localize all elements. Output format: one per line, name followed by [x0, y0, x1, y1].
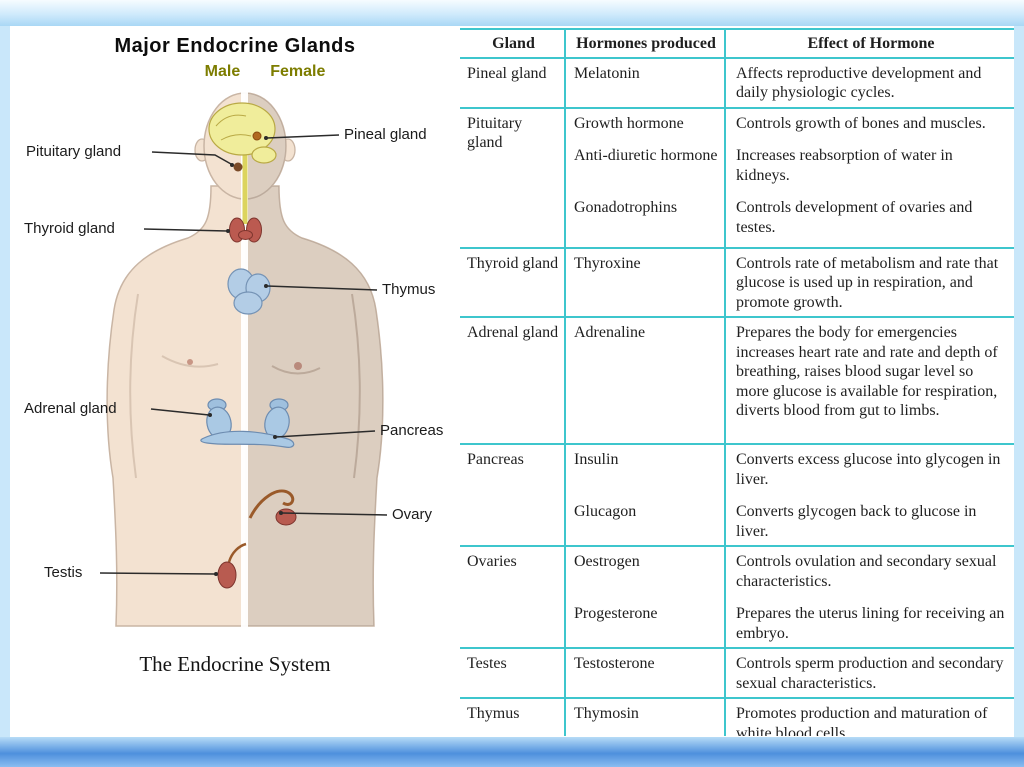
hormone-name: Gonadotrophins: [566, 189, 726, 247]
gland-name: Pancreas: [460, 445, 566, 546]
hormone-name: Adrenaline: [566, 318, 726, 444]
hormone-effect: Prepares the body for emergencies increa…: [736, 324, 998, 420]
gland-name: Thyroid gland: [460, 248, 566, 317]
hormone-effect: Controls rate of metabolism and rate tha…: [736, 254, 999, 311]
table-row-adrenal: Adrenal gland Adrenaline Prepares the bo…: [460, 318, 1014, 446]
table-row-ovaries: Ovaries Oestrogen Controls ovulation and…: [460, 547, 1014, 650]
hormone-name: Growth hormone: [566, 108, 726, 138]
table-row-thyroid: Thyroid gland Thyroxine Controls rate of…: [460, 248, 1014, 319]
table-header-row: Gland Hormones produced Effect of Hormon…: [460, 28, 1014, 59]
hormone-effect: Increases reabsorption of water in kidne…: [736, 147, 953, 184]
pineal-gland-organ: [252, 131, 262, 141]
gland-name: Thymus: [460, 699, 566, 736]
label-thymus: Thymus: [382, 281, 436, 298]
adrenal-pancreas-organs: [200, 398, 295, 448]
body-silhouette: [106, 88, 384, 633]
thymus-organ: [227, 268, 271, 315]
brain-illustration: [208, 102, 277, 224]
header-gland: Gland: [460, 30, 566, 57]
label-testis: Testis: [44, 564, 83, 581]
male-label: Male: [204, 63, 241, 80]
label-thyroid-gland: Thyroid gland: [24, 220, 115, 237]
hormone-name: Insulin: [566, 445, 726, 494]
header-effect: Effect of Hormone: [807, 35, 935, 52]
hormone-effect: Controls growth of bones and muscles.: [736, 114, 986, 132]
endocrine-diagram: Major Endocrine Glands Male Female Pituit…: [10, 26, 460, 737]
hormone-name: Progesterone: [566, 595, 726, 648]
label-adrenal-gland: Adrenal gland: [24, 400, 117, 417]
table-row-testes: Testes Testosterone Controls sperm produ…: [460, 649, 1014, 700]
gland-name: Ovaries: [460, 547, 566, 648]
hormone-effect: Controls ovulation and secondary sexual …: [736, 553, 997, 590]
human-body-illustration: [99, 88, 388, 633]
hormone-effect: Prepares the uterus lining for receiving…: [736, 605, 1005, 642]
table-row-pancreas: Pancreas Insulin Converts excess glucose…: [460, 445, 1014, 548]
hormone-effect: Affects reproductive development and dai…: [736, 64, 982, 102]
hormone-effect: Controls sperm production and secondary …: [736, 655, 1004, 692]
hormone-name: Testosterone: [566, 649, 726, 698]
testis-organ: [217, 542, 247, 589]
slide-content: Major Endocrine Glands Male Female Pituit…: [10, 26, 1014, 737]
label-pancreas: Pancreas: [380, 422, 444, 439]
hormone-effect: Converts glycogen back to glucose in liv…: [736, 503, 977, 540]
label-pineal-gland: Pineal gland: [344, 126, 427, 143]
label-ovary: Ovary: [392, 506, 433, 523]
hormone-effect: Controls development of ovaries and test…: [736, 199, 973, 236]
slide-bottom-border: [0, 737, 1024, 767]
hormone-name: Oestrogen: [566, 547, 726, 596]
gland-name: Pineal gland: [460, 58, 566, 107]
gland-name: Pituitary gland: [460, 108, 566, 247]
table-row-pineal: Pineal gland Melatonin Affects reproduct…: [460, 58, 1014, 109]
hormone-effect: Promotes production and maturation of wh…: [736, 705, 988, 736]
hormone-name: Anti-diuretic hormone: [566, 137, 726, 190]
label-leader-lines: [99, 134, 388, 576]
female-label: Female: [270, 63, 326, 80]
table-row-pituitary: Pituitary gland Growth hormone Controls …: [460, 108, 1014, 249]
gland-name: Testes: [460, 649, 566, 698]
table-row-thymus: Thymus Thymosin Promotes production and …: [460, 699, 1014, 736]
label-pituitary-gland: Pituitary gland: [26, 143, 122, 160]
hormone-name: Glucagon: [566, 493, 726, 546]
male-female-divider: [241, 88, 248, 633]
gland-name: Adrenal gland: [460, 318, 566, 444]
header-hormones: Hormones produced: [566, 30, 726, 57]
pancreas-organ: [200, 430, 295, 448]
diagram-caption: The Endocrine System: [139, 652, 331, 676]
hormone-name: Melatonin: [566, 58, 726, 107]
sex-labels: Male Female: [40, 63, 490, 81]
diagram-title: Major Endocrine Glands: [114, 35, 356, 57]
hormone-table: Gland Hormones produced Effect of Hormon…: [460, 28, 1014, 736]
slide-top-border: [0, 0, 1024, 26]
hormone-effect: Converts excess glucose into glycogen in…: [736, 451, 1001, 488]
hormone-name: Thymosin: [566, 699, 726, 736]
pituitary-gland-organ: [233, 162, 243, 172]
hormone-name: Thyroxine: [566, 248, 726, 317]
